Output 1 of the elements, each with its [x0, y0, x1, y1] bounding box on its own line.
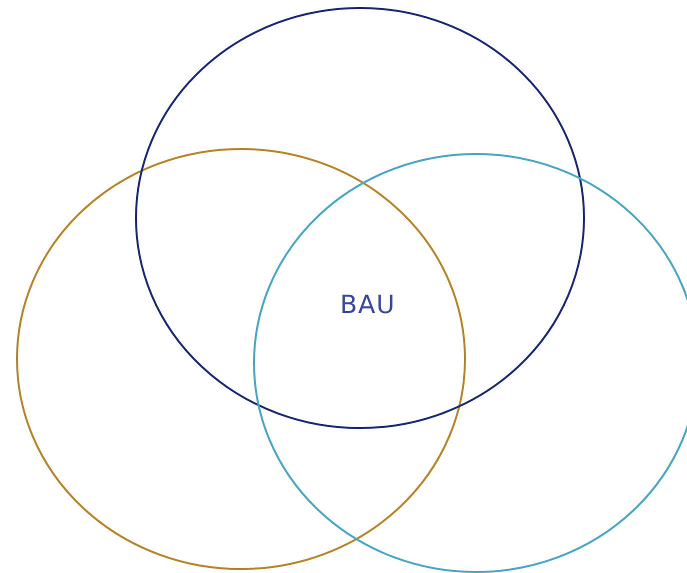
overlap-label: BAU [340, 290, 396, 319]
